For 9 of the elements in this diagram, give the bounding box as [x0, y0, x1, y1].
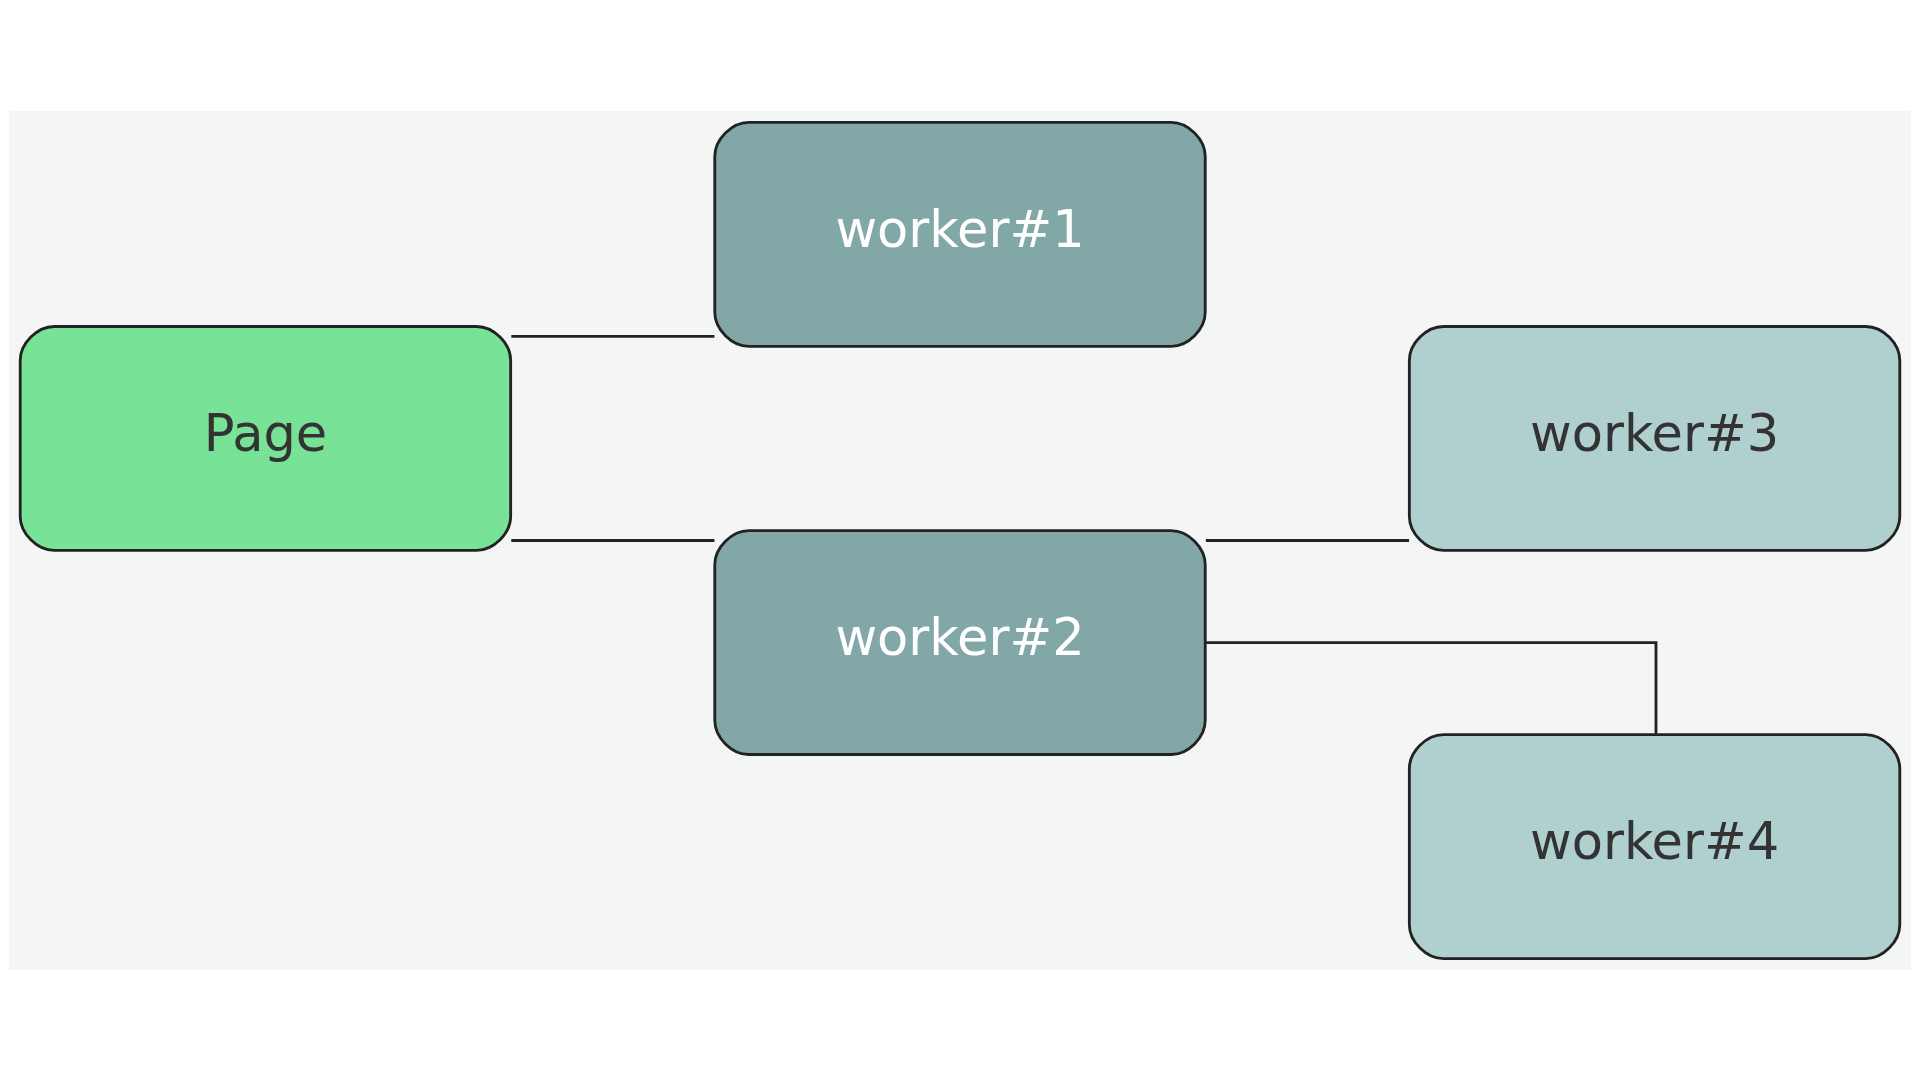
connector — [1205, 640, 1658, 734]
connector — [1205, 538, 1410, 542]
node-box: Page — [18, 324, 513, 552]
node-box: worker#1 — [713, 120, 1207, 348]
node-box: worker#4 — [1407, 732, 1902, 960]
node-box: worker#2 — [713, 528, 1207, 756]
connector — [511, 538, 715, 542]
connector — [511, 334, 715, 338]
node-box: worker#3 — [1407, 324, 1902, 552]
